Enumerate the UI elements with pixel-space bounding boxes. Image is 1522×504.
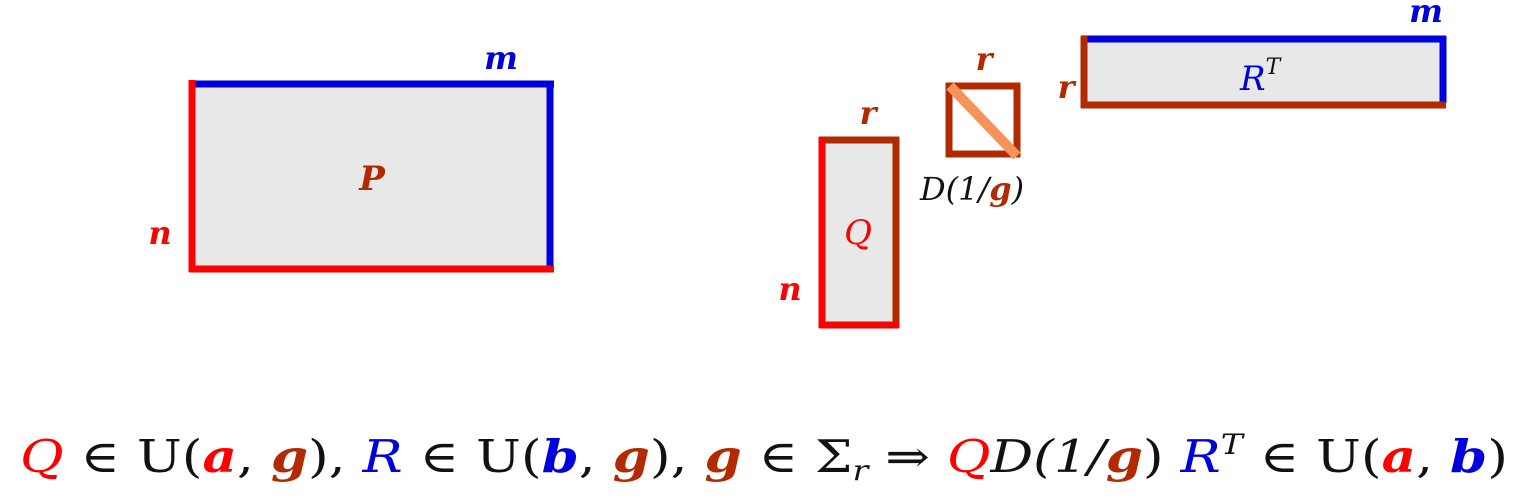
formula-q: Q xyxy=(20,430,64,483)
matrix-d-dim-r: r xyxy=(976,40,995,78)
formula-comma-3: , xyxy=(1416,430,1450,483)
matrix-d: r D(1/g) xyxy=(919,40,1024,208)
formula-comma-1: , xyxy=(237,430,271,483)
matrix-q-label: Q xyxy=(844,213,872,253)
formula-in-1: ∈ U( xyxy=(64,430,203,483)
matrix-rt-fill xyxy=(1084,39,1443,105)
matrix-p: P n m xyxy=(148,39,554,273)
formula-close-4: ) xyxy=(1487,430,1508,483)
formula-d: D(1/ xyxy=(989,430,1110,483)
formula-close-2: ), xyxy=(650,430,705,483)
formula-g: g xyxy=(1106,430,1143,483)
matrix-q-dim-r: r xyxy=(860,94,879,132)
formula-in-sigma: ∈ Σ xyxy=(742,430,853,483)
formula-b: b xyxy=(1450,430,1487,483)
formula-g: g xyxy=(271,430,308,483)
formula-in-4: ∈ U( xyxy=(1243,430,1382,483)
matrix-rt-dim-m: m xyxy=(1409,0,1443,30)
matrix-rt-label-t: T xyxy=(1266,55,1283,80)
formula-implies-arrow: ⇒ xyxy=(868,430,946,483)
matrix-d-caption-prefix: D(1/ xyxy=(919,170,993,208)
formula-q: Q xyxy=(947,430,991,483)
formula-b: b xyxy=(542,430,579,483)
matrix-d-caption-suffix: ) xyxy=(1011,170,1024,208)
formula-in-2: ∈ U( xyxy=(403,430,542,483)
formula-g: g xyxy=(613,430,650,483)
matrix-d-caption: D(1/g) xyxy=(919,170,1024,208)
matrix-rt-label-r: R xyxy=(1239,59,1266,99)
formula-a: a xyxy=(1382,430,1417,483)
formula-sigma-subscript: r xyxy=(853,454,871,487)
formula-r: R xyxy=(361,430,402,483)
matrix-q: Q n r xyxy=(778,94,900,329)
matrix-rt: RT r m xyxy=(1058,0,1447,109)
matrix-d-diagonal xyxy=(946,82,1021,160)
formula-comma-2: , xyxy=(579,430,613,483)
formula-a: a xyxy=(203,430,238,483)
formula-r: R xyxy=(1179,430,1220,483)
matrix-rt-dim-r: r xyxy=(1058,68,1077,106)
formula-close-1: ), xyxy=(308,430,363,483)
matrix-p-dim-n: n xyxy=(148,214,171,252)
matrix-rt-label: RT xyxy=(1239,55,1283,99)
matrix-d-caption-g: g xyxy=(989,170,1011,208)
matrix-q-fill xyxy=(822,140,896,325)
matrix-p-label: P xyxy=(358,159,386,199)
formula-transpose-superscript: T xyxy=(1221,428,1246,461)
matrix-p-fill xyxy=(192,84,550,269)
formula-close-3: ) xyxy=(1143,430,1181,483)
matrix-p-dim-m: m xyxy=(484,39,518,77)
formula-g: g xyxy=(704,430,741,483)
matrix-q-dim-n: n xyxy=(778,270,801,308)
